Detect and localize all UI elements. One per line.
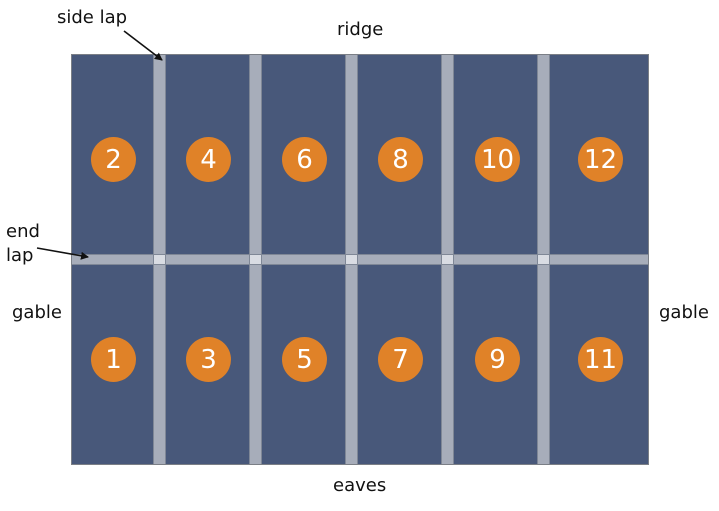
eaves-label: eaves <box>333 475 387 496</box>
end-lap-label-line2: lap <box>6 245 34 266</box>
gable-right-label: gable <box>659 302 709 323</box>
lap-intersection <box>441 254 454 265</box>
end-lap-arrow <box>36 247 89 260</box>
sheet-number-badge: 4 <box>186 137 231 182</box>
sheet-number-badge: 3 <box>186 337 231 382</box>
sheet-number-badge: 2 <box>91 137 136 182</box>
side-lap-label: side lap <box>57 7 128 28</box>
roof-sheet-layout <box>71 54 649 465</box>
lap-intersection <box>249 254 262 265</box>
lap-intersection <box>153 254 166 265</box>
sheet-number-badge: 7 <box>378 337 423 382</box>
sheet-number-badge: 9 <box>475 337 520 382</box>
lap-intersection <box>345 254 358 265</box>
end-lap-strip <box>72 254 648 265</box>
ridge-label: ridge <box>337 19 384 40</box>
sheet-number-badge: 6 <box>282 137 327 182</box>
sheet-number-badge: 11 <box>578 337 623 382</box>
end-lap-label-line1: end <box>6 221 40 242</box>
sheet-number-badge: 10 <box>475 137 520 182</box>
sheet-number-badge: 1 <box>91 337 136 382</box>
sheet-number-badge: 12 <box>578 137 623 182</box>
lap-intersection <box>537 254 550 265</box>
sheet-number-badge: 5 <box>282 337 327 382</box>
side-lap-arrow <box>123 30 163 61</box>
sheet-number-badge: 8 <box>378 137 423 182</box>
gable-left-label: gable <box>12 302 62 323</box>
